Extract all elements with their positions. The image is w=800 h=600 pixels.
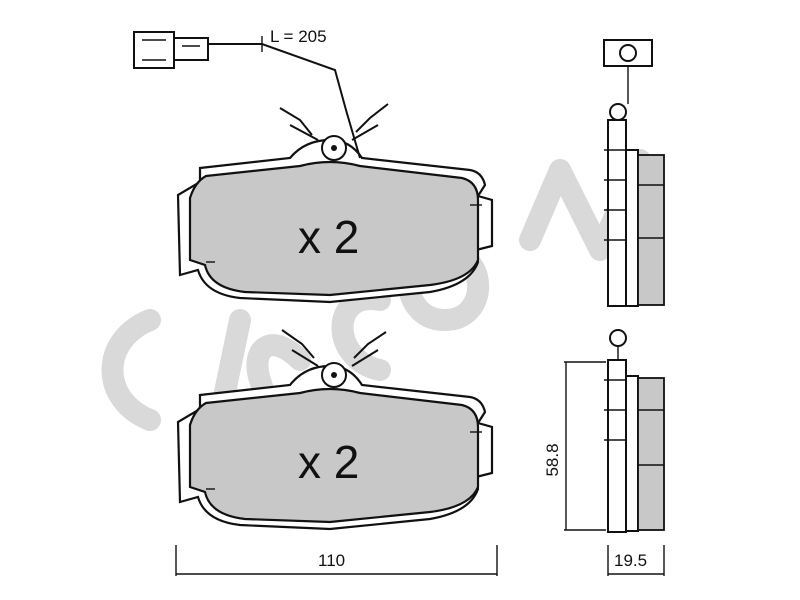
side-view-top: [603, 39, 665, 307]
wear-sensor: [133, 31, 361, 159]
dimension-height: [564, 361, 606, 531]
quantity-top-label: x 2: [298, 211, 359, 263]
thickness-dimension-label: 19.5: [614, 551, 647, 570]
height-dimension-label: 58.8: [543, 443, 562, 476]
bottom-brake-pad: [176, 329, 494, 531]
width-dimension-label: 110: [318, 551, 345, 570]
quantity-bottom-label: x 2: [298, 436, 359, 488]
top-brake-pad: [176, 103, 494, 304]
cable-length-label: L = 205: [270, 27, 327, 46]
dimension-width: [175, 545, 498, 576]
dimension-thickness: [607, 545, 665, 576]
side-view-bottom: [604, 329, 665, 533]
